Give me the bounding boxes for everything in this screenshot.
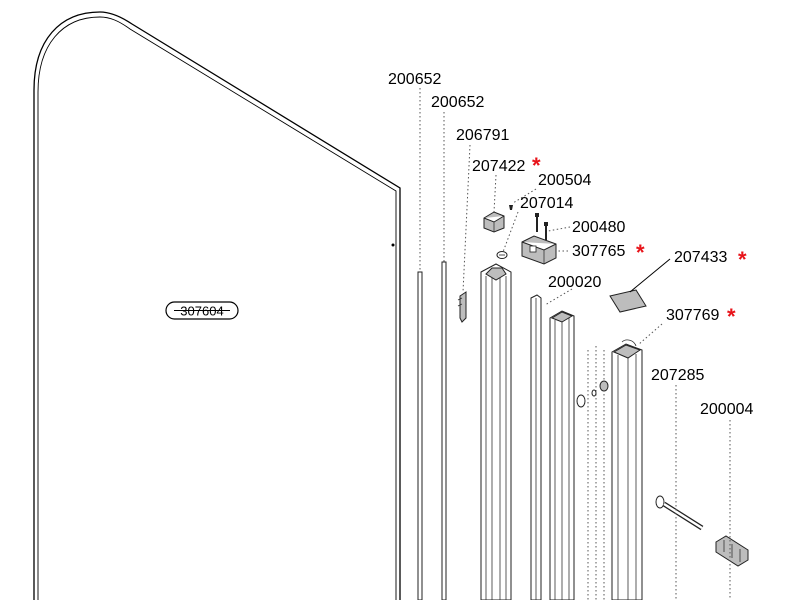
seal-strip-2 [441,261,447,600]
screws-200480 [535,213,548,240]
profile-channel-2 [549,310,575,600]
panel-label: 307604 [180,304,223,319]
part-label-200020: 200020 [548,274,601,291]
part-label-200652-b: 200652 [431,94,484,111]
part-star-207422: * [532,153,541,178]
profile-insert-200020 [530,294,542,600]
part-label-200004: 200004 [700,401,753,418]
part-label-207014: 207014 [520,195,573,212]
screw-207014 [496,251,508,259]
part-label-207433: 207433 [674,249,727,266]
part-label-307765: 307765 [572,243,625,260]
panel-label-badge: 307604 [165,301,239,320]
knob-200004 [715,535,749,567]
end-cap-207433 [609,289,647,313]
screw-200504 [509,205,513,210]
leader-lines [419,88,731,600]
profile-wall-channel [480,263,512,600]
part-labels: 200652 200652 206791 207422 * 200504 207… [388,71,753,418]
part-label-206791: 206791 [456,127,509,144]
clip-206791 [457,291,467,323]
hinge-block-307765 [521,235,557,265]
part-star-307769: * [727,304,736,329]
part-label-200480: 200480 [572,219,625,236]
part-star-207433: * [738,247,747,272]
part-label-207285: 207285 [651,367,704,384]
ring-parts [576,380,609,408]
handle-profile-307769 [611,339,643,600]
seal-dotted-lines [587,346,605,600]
part-label-307769: 307769 [666,307,719,324]
block-207422 [483,211,505,233]
part-star-307765: * [636,240,645,265]
rod-207285 [655,495,704,531]
seal-strip-1 [417,271,423,600]
glass-panel [33,11,401,600]
part-label-207422: 207422 [472,158,525,175]
part-label-200652-a: 200652 [388,71,441,88]
part-label-200504: 200504 [538,172,591,189]
end-cap-leader [629,258,671,293]
